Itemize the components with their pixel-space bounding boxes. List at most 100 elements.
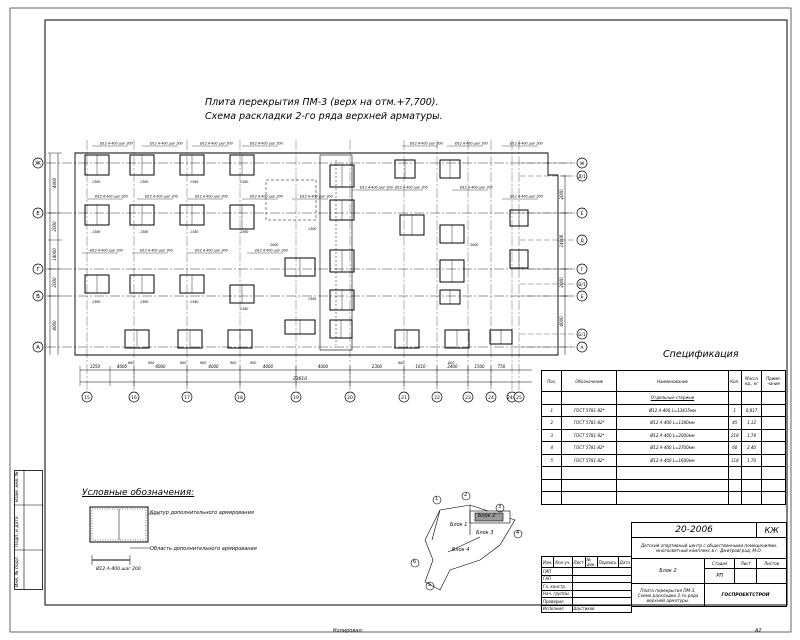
axis-bubble-left [32,263,44,275]
stamp-col-date: Дата [617,556,632,568]
axis-label-col: 18 [237,395,243,401]
axis-label-col: 20 [347,395,353,401]
axis-label-right: В/1 [578,282,586,288]
spec-cell-name: Ø12 А-400 L=1380мм [616,416,729,430]
dim-text-bottom: 2400 [447,364,458,369]
axis-label-right: Д [580,238,584,244]
keyplan-block-4: Блок 4 [452,547,470,553]
rebar-label: Ø12 А-400 шаг 200 [509,141,543,146]
slab-outline [74,152,559,356]
zone-dim: 1380 [240,230,248,234]
spec-cell-qty: 1 [727,403,742,417]
zone-dim: 800 [448,361,454,365]
axis-bubble-col [513,391,525,403]
axis-label-right: Б/1 [578,332,586,338]
legend-title: Условные обозначения: [82,488,195,498]
stamp-role-checked: Проверил [541,597,573,606]
rebar-label: Ø12 А-400 шаг 200 [194,248,228,253]
stamp-col-list: Лист [571,556,586,568]
axis-label-col: 22 [434,395,440,401]
spec-cell-qty: 218 [727,428,742,442]
axis-bubble-left [32,290,44,302]
side-strip-lines [14,470,43,590]
zone-dim: 1380 [190,300,198,304]
spec-cell-name: Ø12 А-400 L=2000мм [616,428,729,442]
stamp-role-executor: Исполнил [541,604,573,613]
dim-text-bottom: 1610 [415,364,426,369]
rebar-label: Ø12 А-400 шаг 200 [359,185,393,190]
axis-bubble-col [181,391,193,403]
axis-label-left: В [36,294,40,300]
rebar-label: Ø12 А-400 шаг 200 [409,141,443,146]
spec-header-note: Приме-чание [761,370,786,392]
dim-text-left: 4000 [52,177,57,188]
dim-text-right: 4000 [559,316,564,327]
axis-label-col: 15 [84,395,90,401]
spec-empty-row [540,478,786,492]
stamp-sheet-title: Плита перекрытия ПМ-3. Схема раскладки 2… [631,583,705,607]
axis-label-left: Е [36,211,40,217]
spec-cell-name: Ø12 А-400 L=2700мм [616,441,729,455]
rebar-label: Ø12 А-400 шаг 200 [394,185,428,190]
stamp-role-gip: ГИП [541,567,573,576]
axis-bubble-right [576,278,588,290]
axis-bubble-col [431,391,443,403]
zone-dim: 2000 [270,243,278,247]
keyplan-block-1: Блок 1 [450,522,468,528]
dim-text-left: 14000 [52,248,57,261]
zone-dim: 900 [250,361,256,365]
rebar-label: Ø12 А-400 шаг 200 [139,248,173,253]
spec-cell-pos: 5 [540,453,563,467]
axis-bubble-right [576,207,588,219]
stamp-col-kol: Кол.уч. [553,556,573,568]
zone-dim: 2000 [470,243,478,247]
stamp-role-group: Нач. группы [541,589,573,598]
zone-dim: 900 [148,361,154,365]
stamp-left-header: Изм. Кол.уч. Лист № док. Подпись Дата [540,556,632,568]
stamp-sheets-label: Листов [756,558,787,569]
axis-label-right: А [580,345,584,351]
axis-label-col: 24 [488,395,494,401]
stamp-project: Детский спортивный центр с общественными… [631,537,787,559]
legend-item-contour: Контур дополнительного армирования [150,510,254,516]
side-replace-label: Взам. инв. № [15,471,20,502]
axis-bubble-right [576,290,588,302]
axis-label-right: Г [581,267,584,273]
axis-bubble-col [485,391,497,403]
dim-text-left: 4000 [52,320,57,331]
spec-header-designation: Обозначение [561,370,618,392]
dim-text-right: 2000 [559,277,564,288]
axis-bubble-col [290,391,302,403]
keyplan-axis-1: 1 [435,496,439,502]
stamp-role-gap: ГАП [541,574,573,583]
axis-bubble-col [234,391,246,403]
spec-header-pos: Поз. [540,370,563,392]
axis-bubble-col [344,391,356,403]
dim-text-bottom: 1250 [90,364,101,369]
spec-header-qty: Кол. [727,370,742,392]
zone-dim: 1380 [190,230,198,234]
zone-dim: 1380 [92,300,100,304]
axis-label-col: 17 [184,395,190,401]
zone-dim: 1380 [140,300,148,304]
axis-label-col: 19 [293,395,299,401]
stamp-company: ГОСПРОЕКТСТРОЙ [704,583,787,607]
spec-cell-note [761,441,786,455]
axis-label-right: Е [581,211,584,217]
rebar-label: Ø12 А-400 шаг 200 [99,141,133,146]
spec-cell-pos: 1 [540,403,563,417]
drawing-title-line2: Схема раскладки 2-го ряда верхней армату… [205,111,443,122]
dim-text-bottom: 2300 [372,364,383,369]
spec-cell-mass: 1,12 [740,416,763,430]
spec-cell-mass: 1,70 [740,453,763,467]
side-strip: Инв. № подл. Подп. и дата Взам. инв. № [14,470,43,590]
spec-cell-qty: 118 [727,453,742,467]
axis-label-left: Г [36,267,40,273]
rebar-label: Ø12 А-400 шаг 200 [459,185,493,190]
axis-bubble-col [81,391,93,403]
axis-label-left: А [36,345,40,351]
axis-label-col: 21 [401,395,407,401]
rebar-label: Ø12 А-400 шаг 200 [249,194,283,199]
